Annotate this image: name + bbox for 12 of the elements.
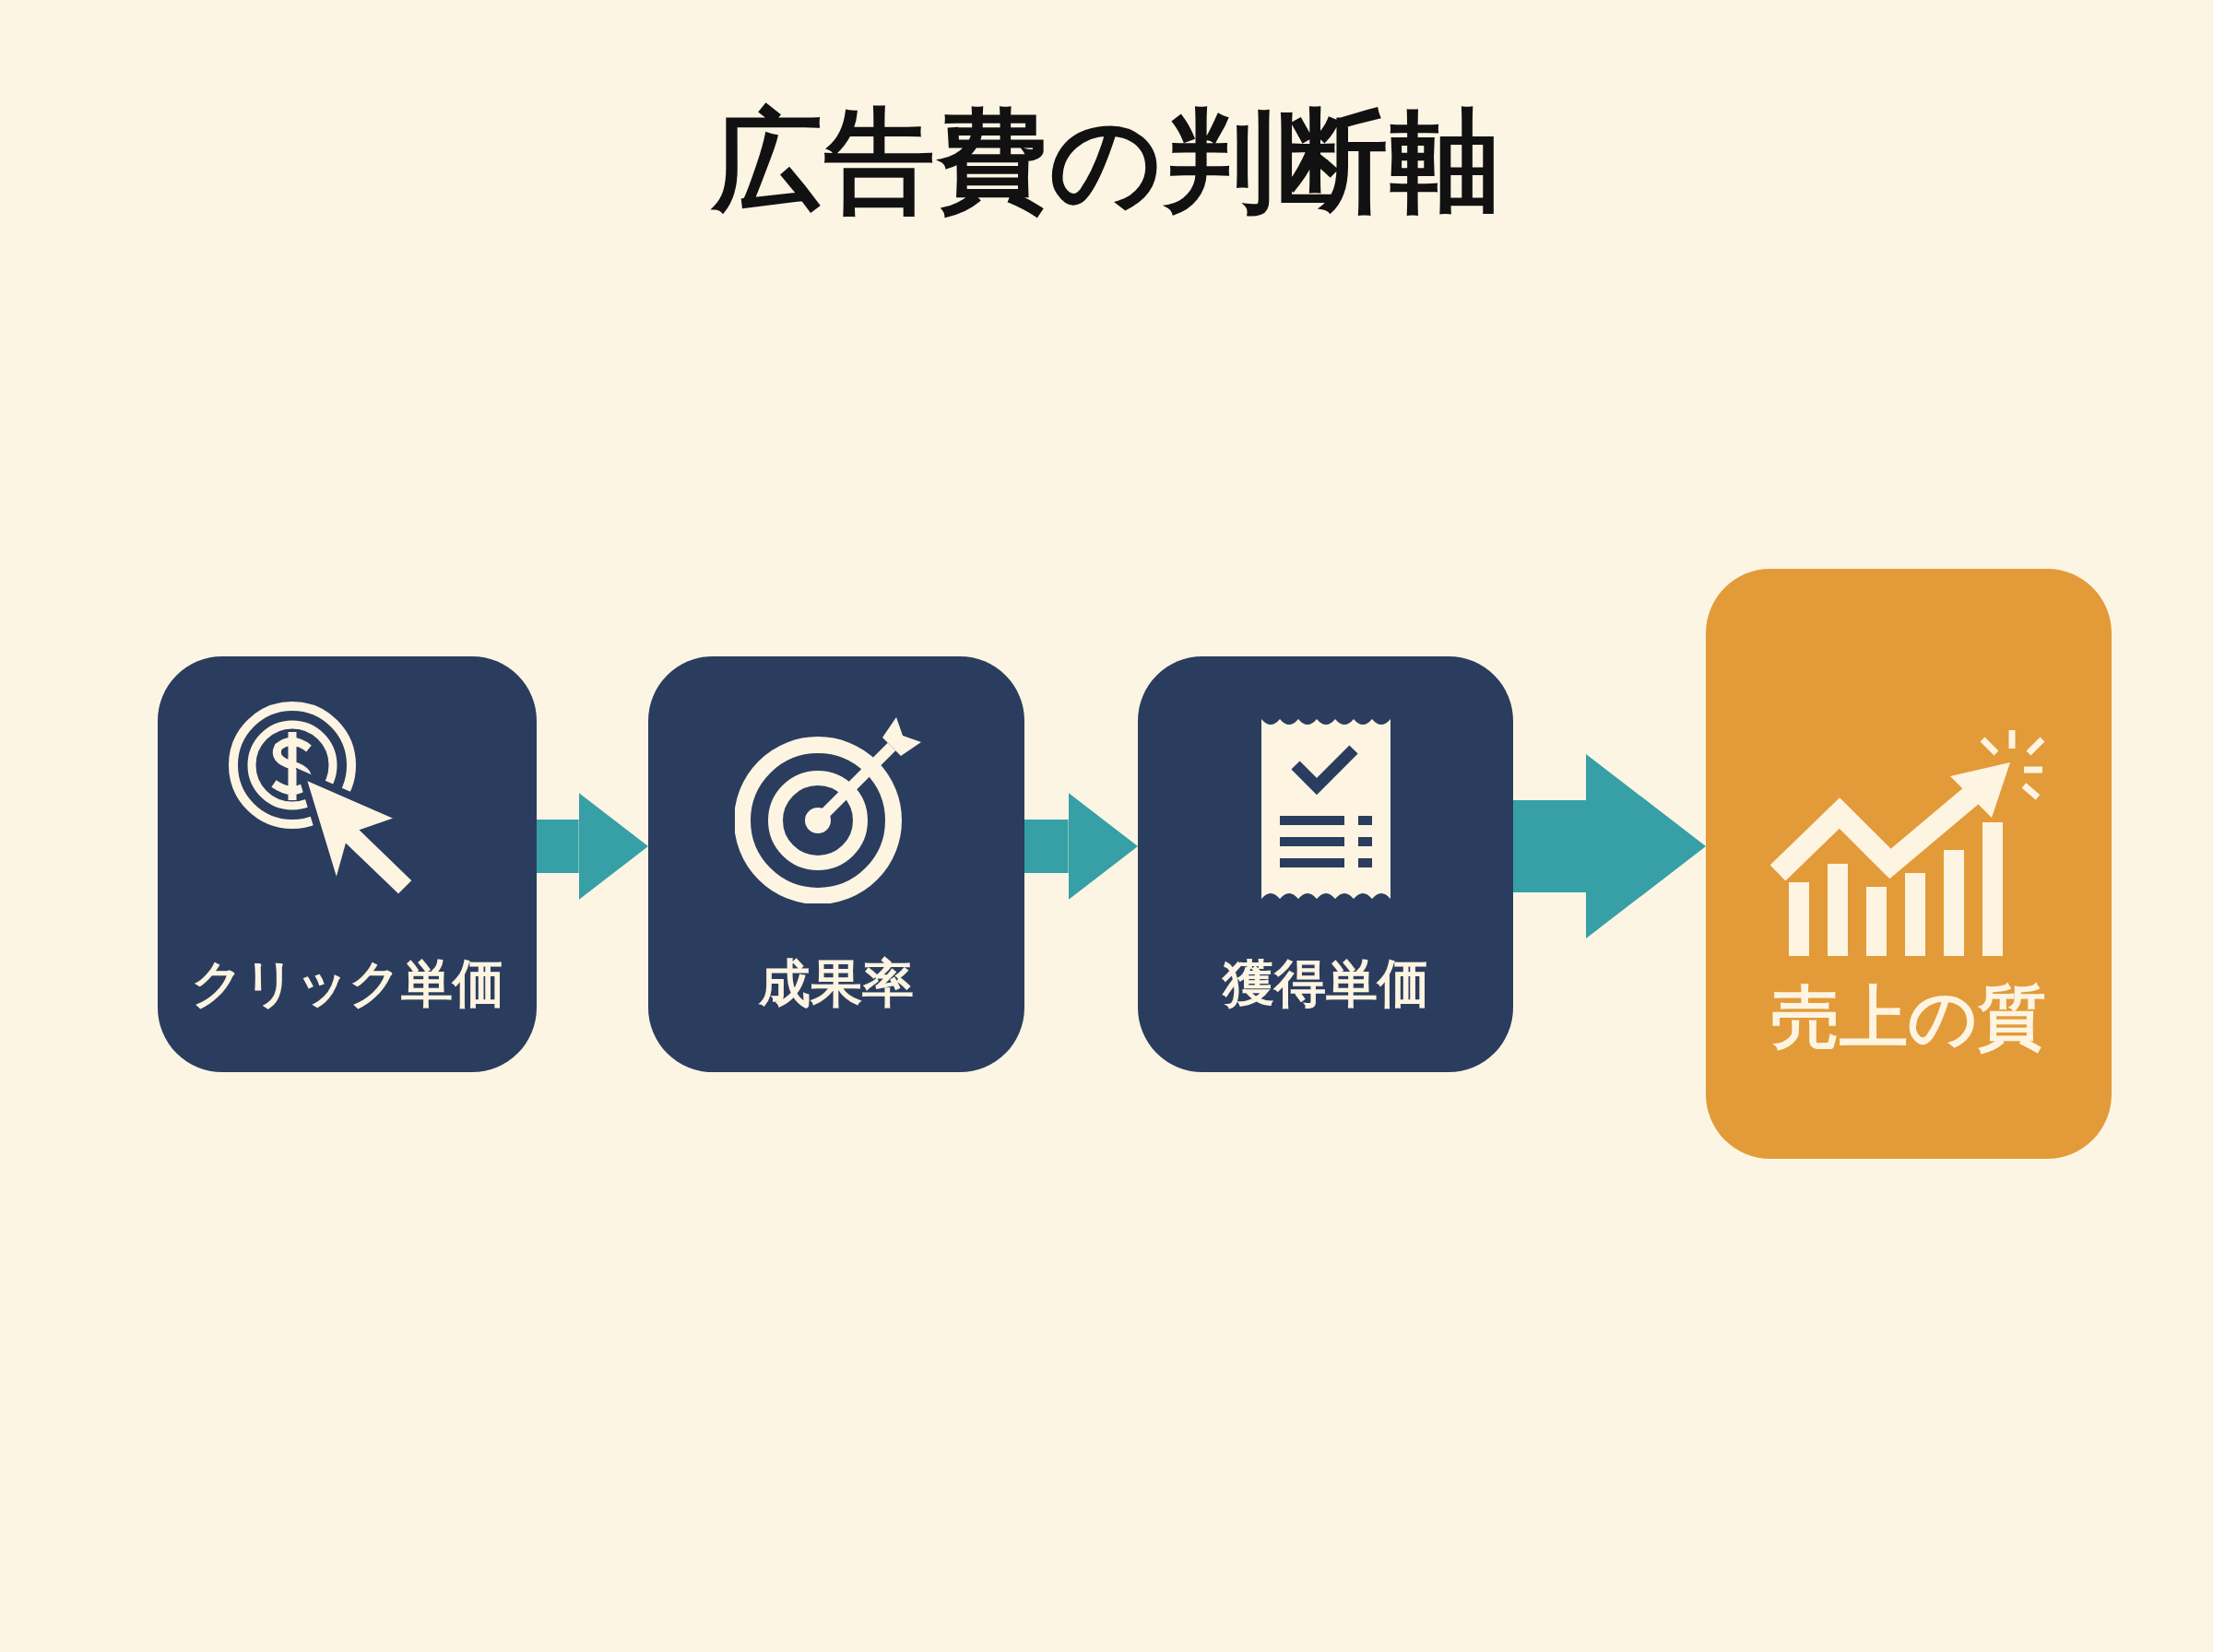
step-card xyxy=(648,656,1024,1072)
arrow xyxy=(537,793,648,900)
arrow xyxy=(1024,793,1138,900)
step-card xyxy=(1138,656,1513,1072)
title: 広告費の判断軸 xyxy=(709,96,1503,227)
step-label: クリック単価 xyxy=(189,952,505,1015)
step-label: 売上の質 xyxy=(1770,976,2047,1058)
step-label: 獲得単価 xyxy=(1221,952,1430,1015)
step-card xyxy=(158,656,537,1072)
step-label: 成果率 xyxy=(757,952,915,1015)
arrow xyxy=(1513,754,1706,938)
step-card xyxy=(1706,569,2112,1159)
